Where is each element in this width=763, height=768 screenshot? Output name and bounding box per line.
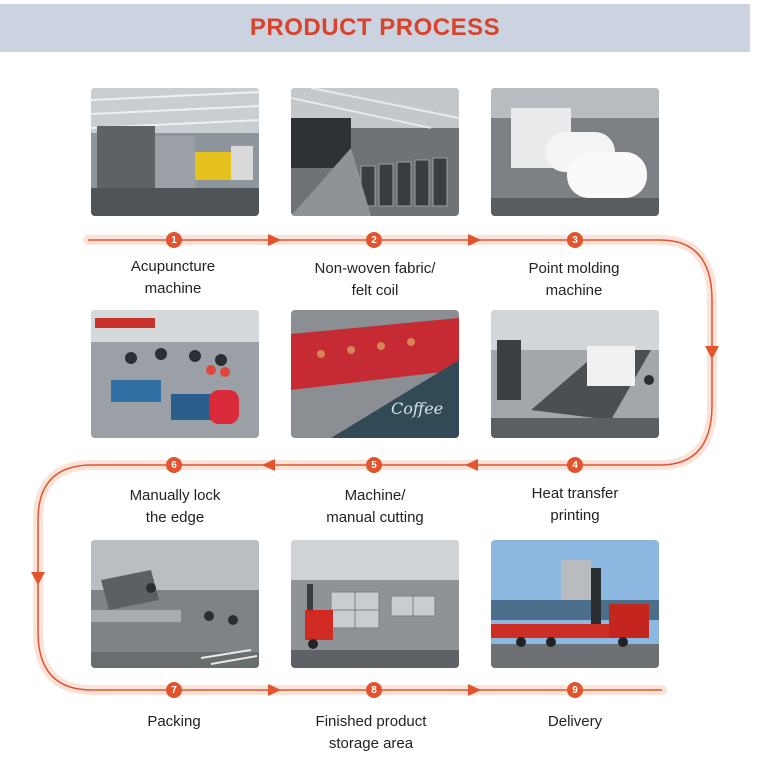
- step-label-line: printing: [550, 507, 600, 524]
- step-label: Manually lock the edge: [85, 485, 265, 529]
- step-number-badge: 5: [366, 457, 382, 473]
- arrow-left-icon: [262, 459, 275, 471]
- factory-machine-photo: [91, 88, 259, 216]
- svg-text:Coffee: Coffee: [391, 399, 443, 418]
- step-number-badge: 1: [166, 232, 182, 248]
- step-number-badge: 3: [567, 232, 583, 248]
- step-label: Machine/ manual cutting: [285, 485, 465, 529]
- step-label-line: the edge: [145, 509, 205, 526]
- step-number-badge: 6: [166, 457, 182, 473]
- step-label: Packing: [84, 711, 264, 733]
- step-label-line: machine: [144, 280, 202, 297]
- arrow-right-icon: [268, 684, 281, 696]
- step-label: Point molding machine: [484, 258, 664, 302]
- step-label: Finished product storage area: [281, 711, 461, 755]
- step-label-line: Non-woven fabric/: [314, 260, 436, 277]
- warehouse-forklift-photo: [291, 540, 459, 668]
- step-number-badge: 9: [567, 682, 583, 698]
- step-label-line: machine: [545, 282, 603, 299]
- arrow-down-icon: [31, 572, 45, 585]
- arrow-left-icon: [465, 459, 478, 471]
- step-label-line: manual cutting: [326, 509, 424, 526]
- arrow-down-icon: [705, 346, 719, 359]
- fabric-rolls-photo: [291, 88, 459, 216]
- step-label-line: Delivery: [547, 713, 603, 730]
- step-label-line: Manually lock: [129, 487, 221, 504]
- step-label-line: Heat transfer: [531, 485, 619, 502]
- page-title: PRODUCT PROCESS: [249, 14, 501, 41]
- packing-photo: [91, 540, 259, 668]
- arrow-right-icon: [468, 234, 481, 246]
- arrow-right-icon: [468, 684, 481, 696]
- white-rolls-photo: [491, 88, 659, 216]
- step-label-line: Finished product: [315, 713, 427, 730]
- cutting-photo: Coffee: [291, 310, 459, 438]
- step-number-badge: 8: [366, 682, 382, 698]
- step-label: Acupuncture machine: [83, 256, 263, 300]
- step-label-line: felt coil: [351, 282, 399, 299]
- truck-loading-photo: [491, 540, 659, 668]
- step-label-line: Point molding: [528, 260, 620, 277]
- step-label: Non-woven fabric/ felt coil: [285, 258, 465, 302]
- step-label-line: Machine/: [344, 487, 406, 504]
- step-label: Delivery: [485, 711, 665, 733]
- step-number-badge: 4: [567, 457, 583, 473]
- workshop-photo: [91, 310, 259, 438]
- arrow-right-icon: [268, 234, 281, 246]
- step-label-line: storage area: [328, 735, 414, 752]
- header-banner: PRODUCT PROCESS: [0, 4, 750, 52]
- step-number-badge: 2: [366, 232, 382, 248]
- step-number-badge: 7: [166, 682, 182, 698]
- step-label: Heat transfer printing: [485, 483, 665, 527]
- flow-line: [37, 239, 713, 691]
- step-label-line: Packing: [147, 713, 201, 730]
- step-label-line: Acupuncture: [130, 258, 216, 275]
- printing-machine-photo: [491, 310, 659, 438]
